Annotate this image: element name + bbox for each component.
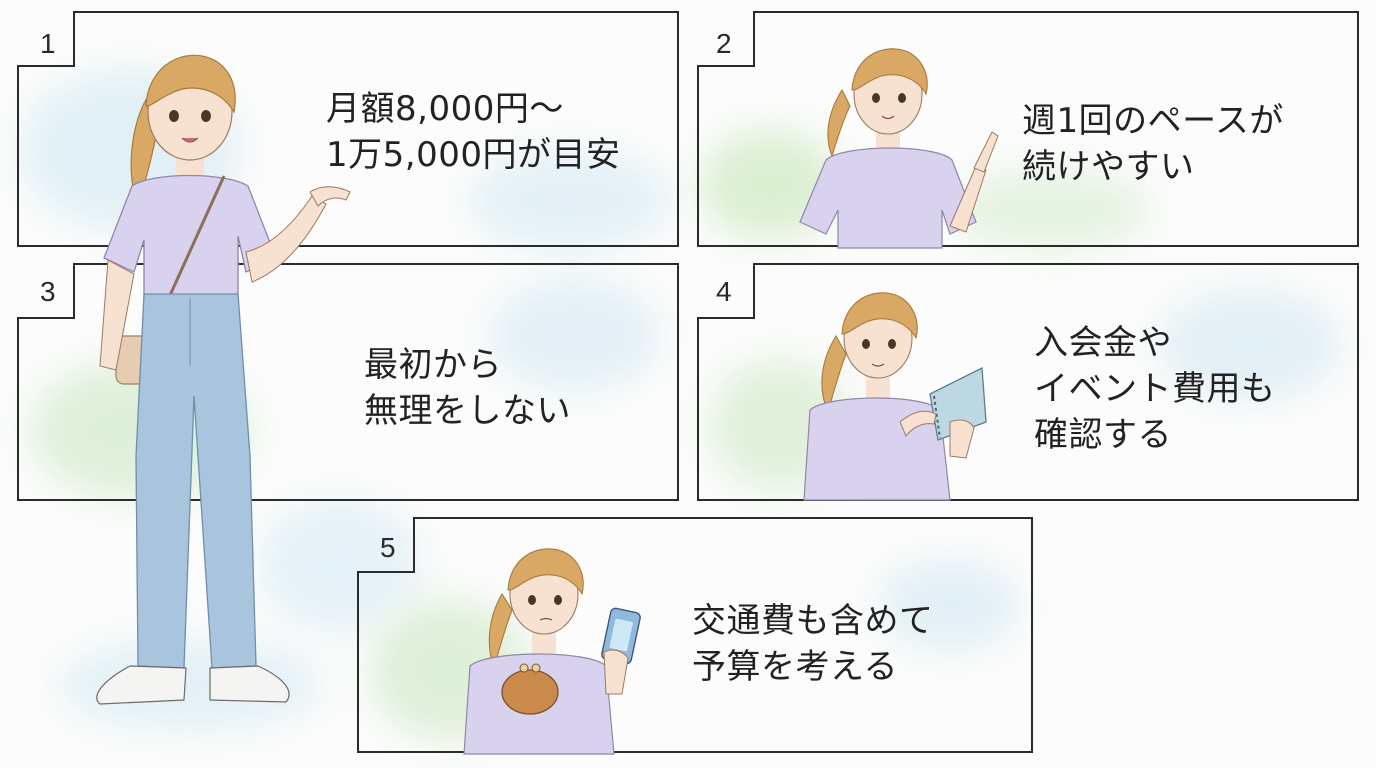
panel-frame bbox=[17, 263, 679, 501]
caption-line: 1万5,000円が目安 bbox=[326, 135, 621, 175]
panel-3: 3 最初から 無理をしない bbox=[17, 263, 680, 502]
panel-caption: 月額8,000円〜 1万5,000円が目安 bbox=[326, 86, 620, 178]
panel-number: 3 bbox=[40, 276, 56, 307]
caption-line: 月額8,000円〜 bbox=[326, 89, 564, 129]
caption-line: イベント費用も bbox=[1034, 369, 1276, 409]
caption-line: 交通費も含めて bbox=[692, 601, 934, 641]
panel-number: 4 bbox=[716, 276, 732, 307]
panel-4: 4 入会金や イベント費用も 確認する bbox=[697, 263, 1360, 502]
panel-number: 2 bbox=[716, 28, 732, 59]
panel-caption: 交通費も含めて 予算を考える bbox=[692, 598, 934, 690]
caption-line: 無理をしない bbox=[364, 391, 571, 431]
panel-frame bbox=[697, 11, 1359, 247]
caption-line: 週1回のペースが bbox=[1022, 101, 1284, 141]
phone-woman-illustration bbox=[463, 548, 641, 755]
panel-caption: 週1回のペースが 続けやすい bbox=[1022, 98, 1284, 190]
panel-frame bbox=[17, 11, 679, 247]
panel-2: 2 週1回のペースが 続けやすい bbox=[697, 11, 1360, 248]
watercolor-wash bbox=[1160, 290, 1340, 400]
watercolor-wash bbox=[950, 170, 1150, 250]
panel-frame bbox=[357, 517, 1033, 753]
caption-line: 最初から bbox=[364, 345, 502, 385]
watercolor-wash bbox=[260, 500, 420, 630]
panel-1: 1 月額8,000円〜 1万5,000円が目安 bbox=[17, 11, 680, 248]
standing-woman-illustration bbox=[96, 54, 351, 705]
panel-number: 1 bbox=[40, 28, 56, 59]
panel-frame bbox=[697, 263, 1359, 501]
notebook-icon bbox=[929, 366, 987, 441]
pointing-woman-illustration bbox=[799, 48, 999, 249]
panel-number: 5 bbox=[380, 532, 396, 563]
caption-line: 続けやすい bbox=[1022, 147, 1195, 187]
notebook-woman-illustration bbox=[803, 292, 987, 501]
watercolor-wash bbox=[880, 560, 1020, 650]
caption-line: 確認する bbox=[1034, 415, 1172, 455]
purse-icon bbox=[501, 663, 559, 715]
watercolor-wash bbox=[470, 150, 670, 250]
panel-caption: 最初から 無理をしない bbox=[364, 342, 571, 434]
caption-line: 入会金や bbox=[1034, 323, 1172, 363]
panel-5: 5 交通費も含めて 予算を考える bbox=[357, 517, 1034, 754]
watercolor-wash bbox=[490, 280, 660, 390]
caption-line: 予算を考える bbox=[692, 647, 898, 687]
panel-caption: 入会金や イベント費用も 確認する bbox=[1034, 320, 1276, 458]
